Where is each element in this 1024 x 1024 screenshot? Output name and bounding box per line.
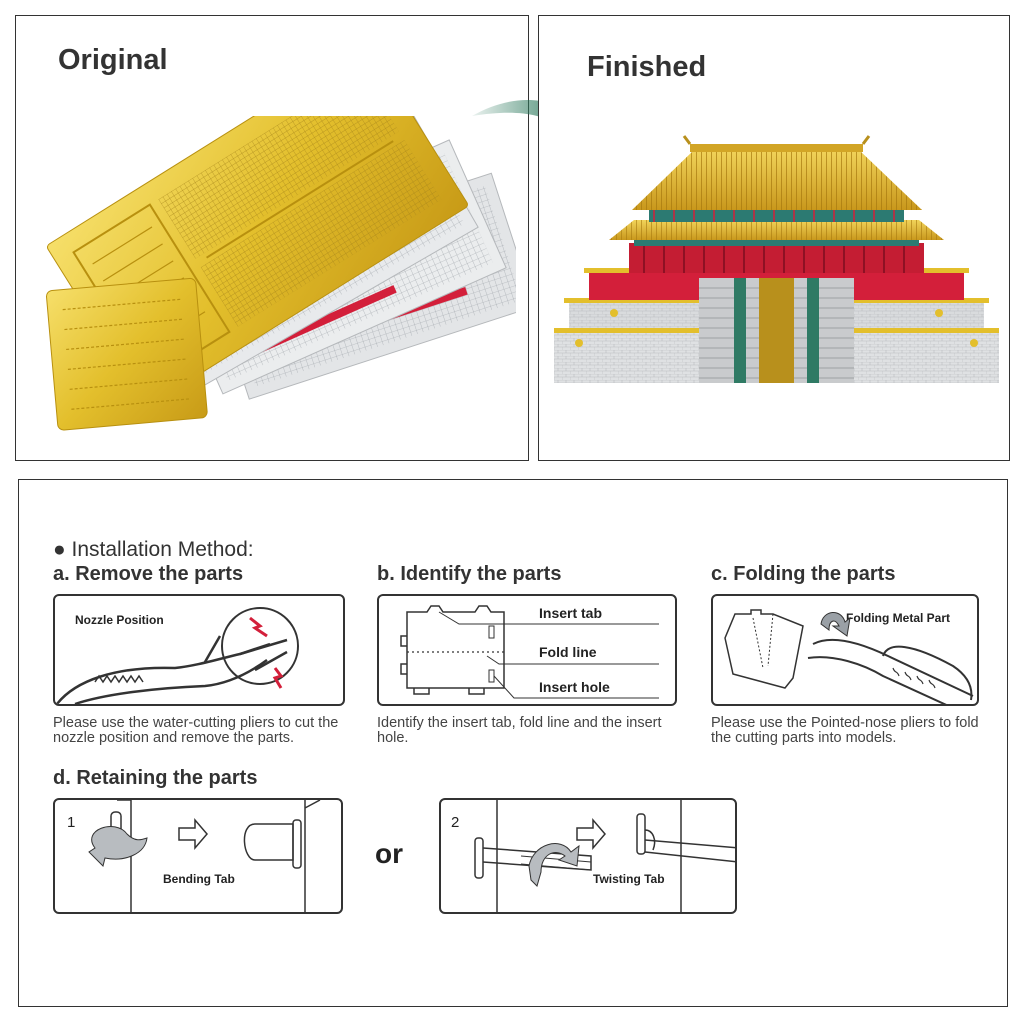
step-d-title: d. Retaining the parts [53,767,258,789]
option-1-number: 1 [67,814,76,831]
step-b-illustration: Insert tab Fold line Insert hole [377,594,677,706]
step-a-title: a. Remove the parts [53,563,244,585]
folding-pliers-icon [724,609,974,704]
insert-tab-label: Insert tab [539,605,603,621]
step-c-illustration: Folding Metal Part [711,594,979,706]
step-b-title: b. Identify the parts [377,563,562,585]
folding-metal-part-label: Folding Metal Part [846,611,951,625]
option-2-number: 2 [451,814,460,831]
nozzle-position-label: Nozzle Position [75,613,164,627]
finished-title: Finished [587,51,707,83]
installation-method-heading: ● Installation Method: [53,538,254,561]
original-title: Original [58,44,168,76]
finished-panel: Finished [538,15,1010,461]
installation-method-panel: ● Installation Method: a. Remove the par… [18,479,1008,1007]
step-c-title: c. Folding the parts [711,563,896,585]
step-a-illustration: Nozzle Position [53,594,345,706]
metal-sheets-image [36,116,516,436]
palace-model-image [554,128,999,388]
step-b-description: Identify the insert tab, fold line and t… [377,715,662,746]
twisting-tab-illustration: 2 Twisting Tab [439,798,737,914]
bending-tab-label: Bending Tab [163,872,235,886]
bending-tab-illustration: 1 Bending Tab [53,798,343,914]
part-diagram-icon [400,605,659,699]
insert-hole-label: Insert hole [539,679,610,695]
step-c-description: Please use the Pointed-nose pliers to fo… [711,715,979,746]
or-separator: or [375,838,403,869]
pliers-cutting-icon [56,607,299,704]
fold-line-label: Fold line [539,644,597,660]
step-a-description: Please use the water-cutting pliers to c… [53,715,339,746]
twisting-tab-label: Twisting Tab [593,872,665,886]
twisting-tab-icon [474,800,735,912]
original-panel: Original [15,15,529,461]
bending-tab-icon [88,800,321,912]
